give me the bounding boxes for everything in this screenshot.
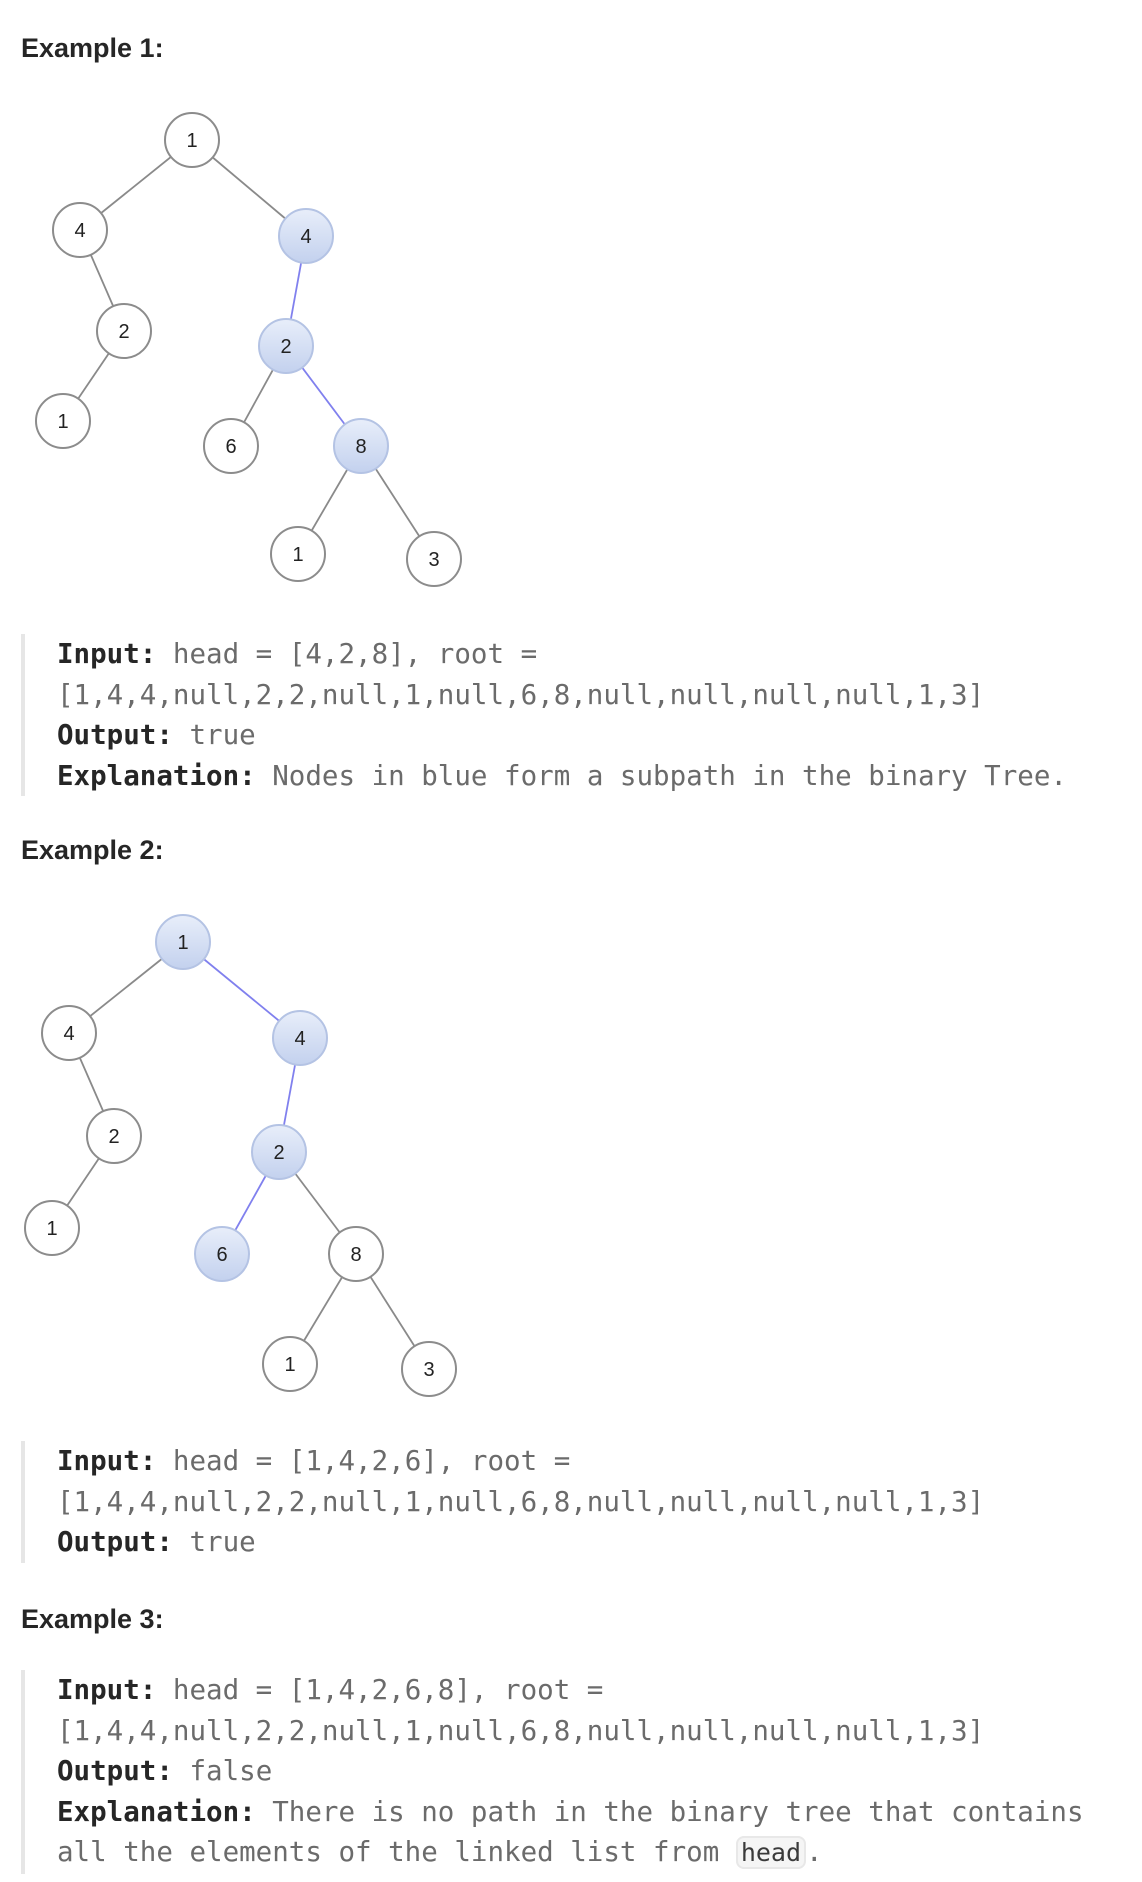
output-label: Output:: [57, 719, 173, 751]
input-value: head = [1,4,2,6,8], root =: [156, 1674, 604, 1706]
input-root-value: [1,4,4,null,2,2,null,1,null,6,8,null,nul…: [57, 678, 985, 711]
node-label: 8: [355, 436, 366, 458]
example-3-title: Example 3:: [21, 1604, 164, 1634]
node-circle: [41, 1005, 97, 1061]
highlighted-tree-node: 2: [251, 1124, 307, 1180]
node-circle: [251, 1124, 307, 1180]
node-label: 3: [423, 1359, 434, 1381]
tree-node: 3: [401, 1341, 457, 1397]
node-circle: [333, 418, 389, 474]
example-1-title: Example 1:: [21, 33, 164, 63]
node-label: 4: [300, 226, 311, 248]
input-value: head = [1,4,2,6], root =: [156, 1445, 571, 1477]
node-circle: [35, 393, 91, 449]
tree-node: 4: [41, 1005, 97, 1061]
output-label: Output:: [57, 1755, 173, 1787]
input-value: head = [4,2,8], root =: [156, 638, 538, 670]
example-3-block: Input: head = [1,4,2,6,8], root = [1,4,4,…: [21, 1670, 1137, 1874]
highlighted-tree-node: 4: [278, 208, 334, 264]
node-label: 1: [284, 1354, 295, 1376]
highlighted-tree-node: 1: [155, 914, 211, 970]
node-label: 2: [273, 1142, 284, 1164]
node-label: 8: [350, 1244, 361, 1266]
highlighted-tree-node: 8: [333, 418, 389, 474]
node-circle: [401, 1341, 457, 1397]
tree-node: 4: [52, 202, 108, 258]
node-circle: [406, 531, 462, 587]
node-circle: [278, 208, 334, 264]
highlighted-tree-node: 4: [272, 1010, 328, 1066]
explanation-label: Explanation:: [57, 759, 256, 792]
node-label: 1: [186, 130, 197, 152]
node-label: 6: [216, 1244, 227, 1266]
input-root-value: [1,4,4,null,2,2,null,1,null,6,8,null,nul…: [57, 1485, 985, 1518]
node-label: 1: [57, 411, 68, 433]
node-circle: [86, 1108, 142, 1164]
inline-code-head: head: [735, 1836, 807, 1869]
node-circle: [194, 1226, 250, 1282]
explanation-text-cont: all the elements of the linked list from: [57, 1836, 736, 1868]
tree-node: 1: [164, 112, 220, 168]
tree-node: 1: [35, 393, 91, 449]
tree-node: 2: [96, 303, 152, 359]
node-label: 3: [428, 549, 439, 571]
output-label: Output:: [57, 1526, 173, 1558]
tree-node: 1: [24, 1200, 80, 1256]
example-2-tree-diagram: 1 4 4 2 2 1 6 8 1 3: [24, 914, 457, 1397]
node-label: 1: [292, 544, 303, 566]
example-2-title: Example 2:: [21, 835, 164, 865]
output-value: true: [172, 719, 256, 751]
explanation-text: Nodes in blue form a subpath in the bina…: [255, 759, 1067, 792]
example-2-block: Input: head = [1,4,2,6], root = [1,4,4,nu…: [21, 1441, 1137, 1563]
tree-node: 2: [86, 1108, 142, 1164]
explanation-label: Explanation:: [57, 1795, 256, 1828]
node-circle: [52, 202, 108, 258]
tree-node: 3: [406, 531, 462, 587]
highlighted-tree-node: 6: [194, 1226, 250, 1282]
node-circle: [328, 1226, 384, 1282]
tree-node: 1: [270, 526, 326, 582]
node-circle: [24, 1200, 80, 1256]
explanation-text: There is no path in the binary tree that…: [255, 1795, 1084, 1828]
tree-node: 8: [328, 1226, 384, 1282]
explanation-end: .: [806, 1836, 823, 1868]
example-1-tree-diagram: 1 4 4 2 2 1 6 8 1 3: [35, 112, 462, 587]
input-root-value: [1,4,4,null,2,2,null,1,null,6,8,null,nul…: [57, 1714, 985, 1747]
node-label: 1: [177, 932, 188, 954]
node-circle: [270, 526, 326, 582]
output-value: false: [172, 1755, 273, 1787]
node-label: 4: [63, 1023, 74, 1045]
highlighted-tree-node: 2: [258, 318, 314, 374]
example-1-block: Input: head = [4,2,8], root = [1,4,4,null…: [21, 634, 1137, 796]
input-label: Input:: [57, 1674, 157, 1706]
node-circle: [258, 318, 314, 374]
node-circle: [96, 303, 152, 359]
tree-node: 1: [262, 1336, 318, 1392]
node-circle: [203, 418, 259, 474]
node-label: 2: [118, 321, 129, 343]
node-label: 1: [46, 1218, 57, 1240]
node-circle: [272, 1010, 328, 1066]
node-label: 2: [280, 336, 291, 358]
node-circle: [155, 914, 211, 970]
input-label: Input:: [57, 1445, 157, 1477]
node-label: 6: [225, 436, 236, 458]
node-label: 4: [294, 1028, 305, 1050]
node-label: 2: [108, 1126, 119, 1148]
node-circle: [262, 1336, 318, 1392]
input-label: Input:: [57, 638, 157, 670]
output-value: true: [172, 1526, 256, 1558]
tree-node: 6: [203, 418, 259, 474]
node-circle: [164, 112, 220, 168]
node-label: 4: [74, 220, 85, 242]
